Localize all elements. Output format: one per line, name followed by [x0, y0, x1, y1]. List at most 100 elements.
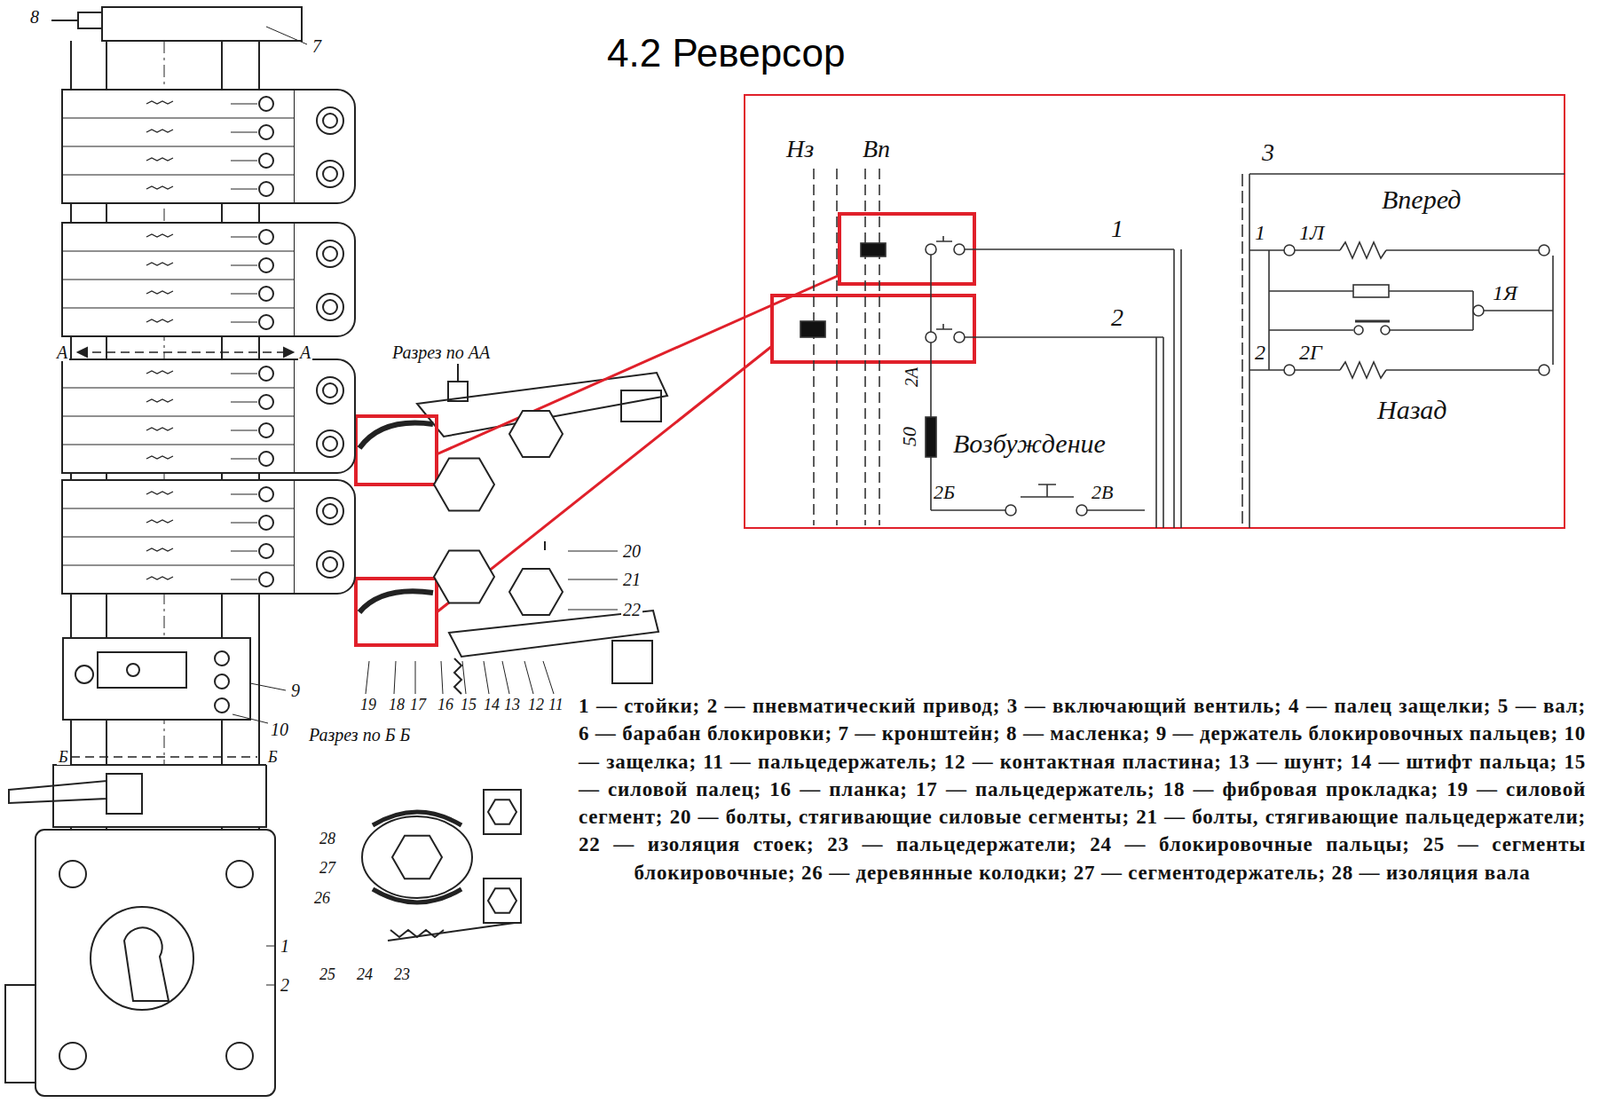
drawing-stroke: [930, 254, 932, 332]
drawing-stroke: [433, 551, 495, 604]
drawing-stroke: [454, 658, 462, 694]
drawing-stroke: [1268, 290, 1354, 292]
drawing-stroke: [488, 799, 517, 825]
drawing-stroke: [259, 153, 274, 168]
drawing-stroke: [146, 548, 174, 552]
drawing-stroke: [316, 293, 344, 321]
drawing-stroke: [62, 145, 295, 147]
drawing-stroke: [936, 236, 953, 242]
drawing-stroke: [1386, 369, 1539, 371]
drawing-stroke: [70, 756, 258, 758]
drawing-stroke: [1339, 242, 1387, 259]
drawing-stroke: [964, 248, 1175, 251]
callout-number: 26: [312, 890, 332, 907]
section-mark: Б: [56, 748, 71, 765]
drawing-stroke: [35, 829, 276, 1096]
drawing-stroke: [1284, 364, 1295, 376]
drawing-stroke: [102, 7, 302, 41]
drawing-stroke: [1552, 255, 1554, 365]
drawing-stroke: [259, 286, 274, 301]
drawing-stroke: [483, 878, 521, 923]
drawing-stroke: [930, 342, 932, 418]
drawing-stroke: [1388, 290, 1474, 292]
callout-number: 10: [268, 720, 291, 739]
drawing-stroke: [62, 386, 295, 388]
drawing-stroke: [1483, 309, 1553, 312]
drawing-stroke: [925, 244, 937, 255]
drawing-stroke: [362, 816, 473, 899]
drawing-stroke: [925, 331, 937, 343]
callout-number: 15: [458, 696, 479, 713]
drawing-stroke: [146, 399, 174, 402]
callout-number: 11: [546, 696, 566, 713]
slide-title: 4.2 Реверсор: [606, 31, 846, 75]
drawing-stroke: [259, 572, 274, 587]
drawing-stroke: [323, 246, 338, 261]
drawing-stroke: [800, 168, 1565, 529]
drawing-stroke: [1180, 249, 1183, 529]
drawing-stroke: [567, 609, 618, 611]
drawing-stroke: [355, 578, 437, 646]
drawing-stroke: [62, 307, 295, 308]
drawing-stroke: [387, 922, 515, 941]
leader-lines: [365, 661, 554, 694]
drawing-stroke: [323, 113, 338, 128]
callout-number: 13: [502, 696, 522, 713]
drawing-stroke: [448, 381, 468, 402]
coil-label: Вперед: [1379, 186, 1463, 213]
drawing-stroke: [75, 665, 94, 684]
drawing-stroke: [78, 12, 103, 29]
drawing-stroke: [316, 107, 344, 134]
drawing-stroke: [394, 661, 396, 694]
parts-legend-text: 1 — стойки; 2 — пневматический привод; 3…: [578, 692, 1586, 887]
drawing-stroke: [436, 275, 840, 455]
circuit-label: Возбуждение: [951, 430, 1108, 458]
drawing-stroke: [878, 168, 881, 526]
drawing-stroke: [1538, 364, 1550, 376]
drawing-stroke: [1087, 509, 1145, 512]
drawing-stroke: [323, 436, 338, 451]
drawing-stroke: [936, 323, 953, 330]
callout-number: 7: [310, 37, 324, 56]
drawing-stroke: [214, 651, 229, 666]
drawing-stroke: [230, 160, 258, 162]
drawing-stroke: [226, 1042, 253, 1070]
drum-label: Вп: [860, 136, 892, 162]
drawing-stroke: [146, 101, 174, 104]
drawing-stroke: [372, 811, 462, 826]
drawing-stroke: [1173, 249, 1175, 529]
drawing-stroke: [524, 661, 534, 694]
drawing-stroke: [359, 591, 434, 613]
drawing-stroke: [1020, 484, 1074, 497]
coil-label: Назад: [1375, 396, 1450, 424]
callout-number: 14: [481, 696, 502, 713]
callout-number: 21: [621, 570, 643, 589]
callout-number: 16: [435, 696, 456, 713]
drawing-stroke: [232, 714, 268, 724]
drawing-stroke: [1473, 305, 1484, 316]
drawing-stroke: [509, 410, 563, 458]
drawing-stroke: [372, 889, 462, 903]
drawing-stroke: [62, 278, 295, 280]
drawing-stroke: [230, 579, 258, 581]
drawing-stroke: [259, 96, 274, 111]
drawing-stroke: [800, 321, 826, 338]
drawing-stroke: [483, 661, 489, 694]
callout-number: 28: [317, 830, 338, 847]
contact-groups: [62, 89, 355, 594]
drawing-stroke: [323, 504, 338, 519]
drawing-stroke: [146, 456, 174, 459]
drawing-stroke: [146, 186, 174, 190]
drawing-stroke: [230, 551, 258, 552]
drawing-stroke: [543, 541, 546, 551]
drawing-stroke: [323, 557, 338, 572]
drawing-stroke: [62, 507, 295, 509]
callout-number: 20: [621, 542, 643, 560]
drawing-stroke: [259, 315, 274, 330]
drawing-stroke: [62, 535, 295, 537]
section-label: Разрез по Б Б: [307, 725, 412, 744]
drawing-stroke: [953, 331, 965, 343]
drawing-stroke: [250, 683, 286, 691]
drawing-stroke: [62, 564, 295, 566]
